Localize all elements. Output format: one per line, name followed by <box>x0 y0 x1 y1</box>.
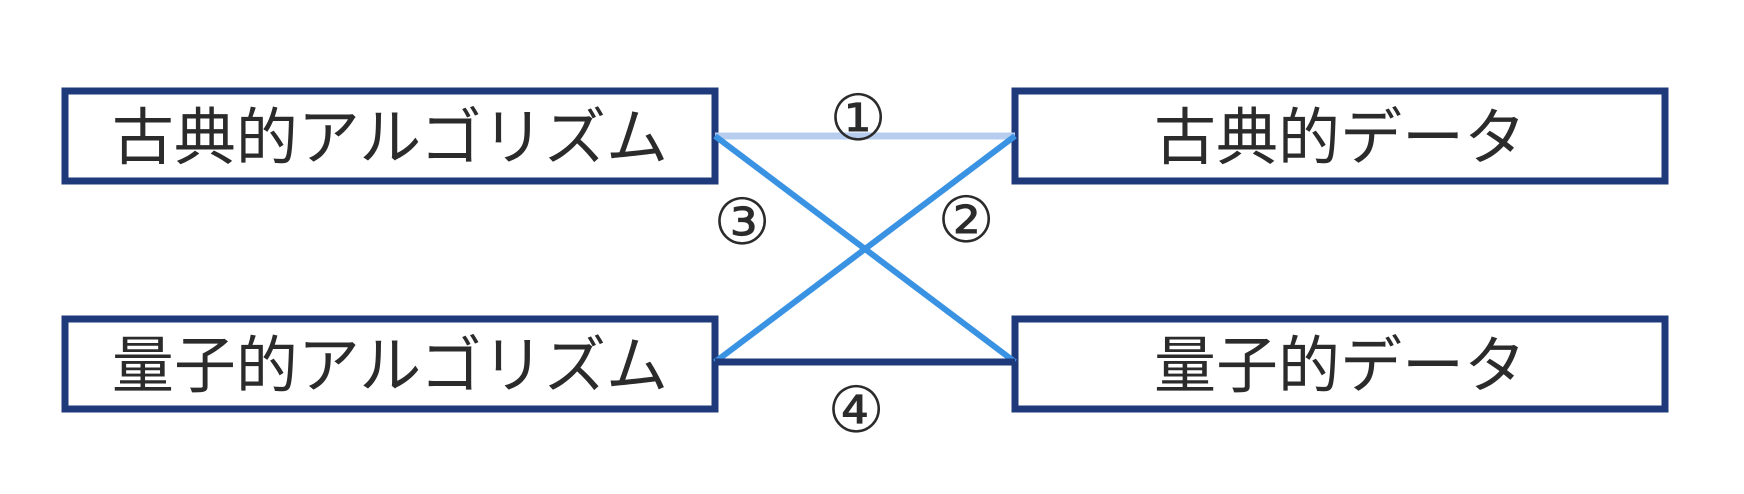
classical-data-box <box>1011 87 1669 185</box>
quantum-data-label: 量子的データ <box>1154 329 1526 402</box>
edge-1-label: ① <box>829 82 886 156</box>
quantum-data-box <box>1011 315 1669 413</box>
classical-data-label: 古典的データ <box>1154 101 1526 174</box>
quantum-algorithm-label: 量子的アルゴリズム <box>112 329 668 402</box>
edge-2-label: ② <box>937 184 994 258</box>
classical-algorithm-label: 古典的アルゴリズム <box>112 101 668 174</box>
edge-3-label: ③ <box>713 186 770 260</box>
edge-2-line <box>713 133 1017 365</box>
classical-algorithm-box <box>61 87 719 185</box>
quantum-algorithm-box <box>61 315 719 413</box>
edge-4-label: ④ <box>827 374 884 448</box>
